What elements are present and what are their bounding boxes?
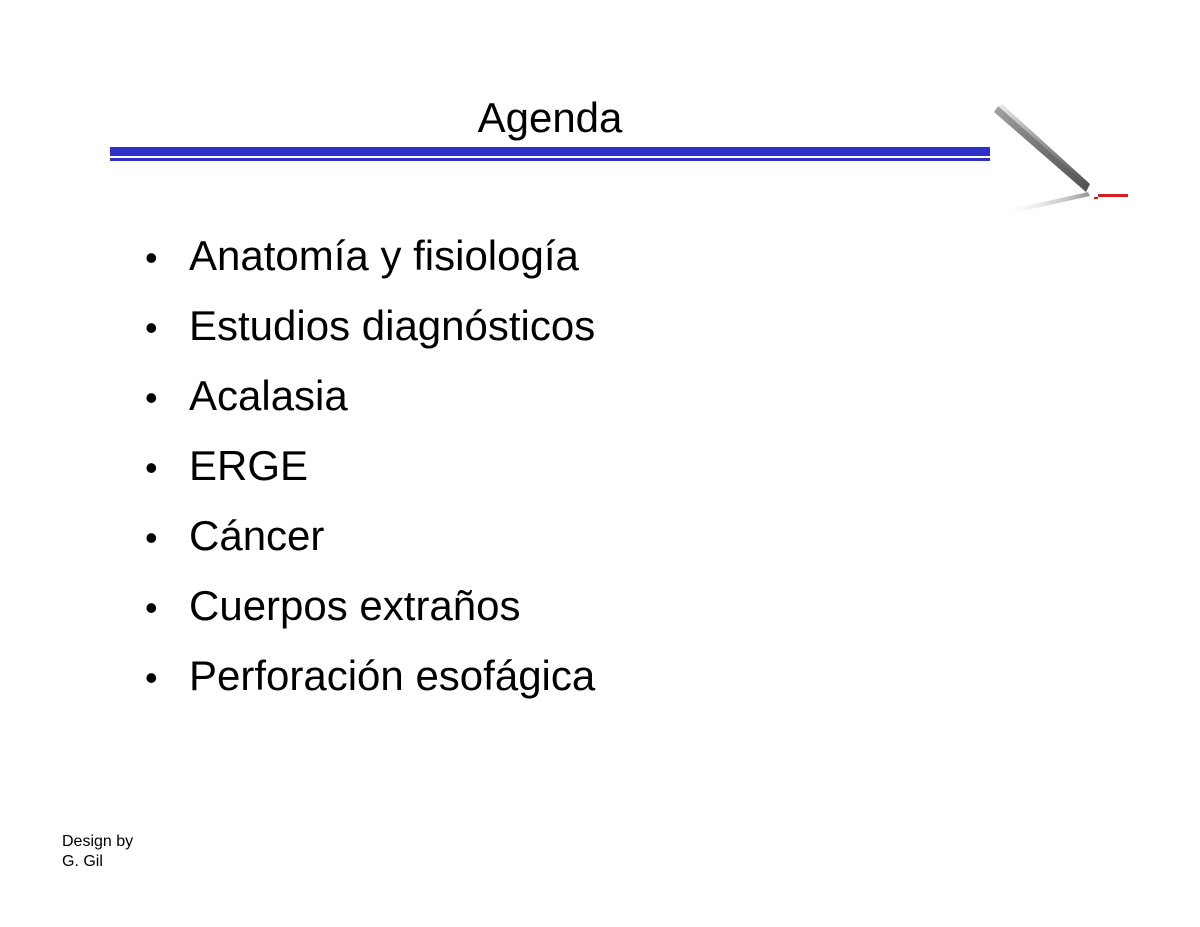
- list-item-label: ERGE: [189, 442, 309, 489]
- slide-title: Agenda: [477, 94, 623, 141]
- pen-nib-logo-icon: [994, 104, 1128, 216]
- list-item-label: Estudios diagnósticos: [189, 302, 596, 349]
- list-item: • Perforación esofágica: [145, 650, 595, 720]
- list-item: • Anatomía y fisiología: [145, 230, 595, 300]
- list-item-label: Acalasia: [189, 372, 348, 419]
- footer-credit: Design by G. Gil: [62, 832, 133, 872]
- footer-line-2: G. Gil: [62, 853, 103, 870]
- footer-line-1: Design by: [62, 833, 134, 850]
- list-item: • Estudios diagnósticos: [145, 300, 595, 370]
- list-item-label: Cuerpos extraños: [189, 582, 521, 629]
- list-item: • Acalasia: [145, 370, 595, 440]
- list-item-label: Perforación esofágica: [189, 652, 596, 699]
- bullet-dot: •: [145, 237, 158, 278]
- bullet-dot: •: [145, 447, 158, 488]
- bullet-dot: •: [145, 307, 158, 348]
- bullet-dot: •: [145, 587, 158, 628]
- list-item-label: Anatomía y fisiología: [189, 232, 579, 279]
- list-item: • Cáncer: [145, 510, 595, 580]
- list-item: • ERGE: [145, 440, 595, 510]
- bullet-dot: •: [145, 657, 158, 698]
- agenda-list: • Anatomía y fisiología • Estudios diagn…: [145, 230, 595, 720]
- bullet-dot: •: [145, 377, 158, 418]
- list-item: • Cuerpos extraños: [145, 580, 595, 650]
- title-rule-thin: [110, 158, 990, 161]
- list-item-label: Cáncer: [189, 512, 325, 559]
- bullet-dot: •: [145, 517, 158, 558]
- title-rule-thick: [110, 147, 990, 156]
